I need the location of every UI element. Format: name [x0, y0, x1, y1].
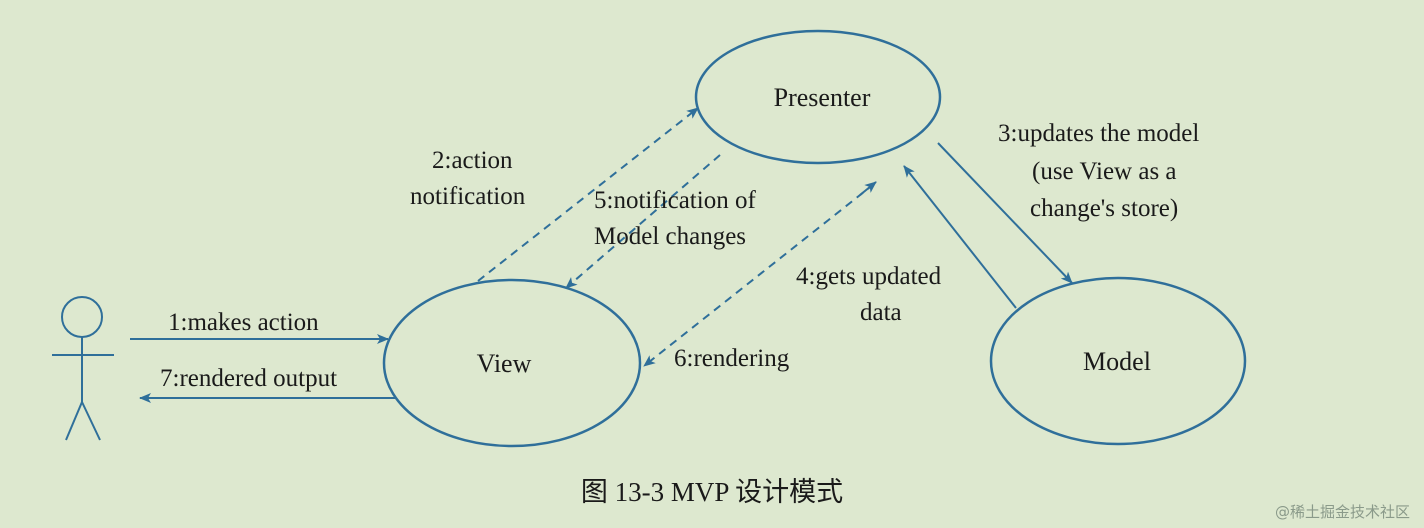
edge-5-label-line1: 5:notification of	[594, 187, 756, 214]
view-node: View	[382, 278, 642, 448]
edge-2-action-notification	[477, 107, 699, 282]
edge-3-label-line1: 3:updates the model	[998, 120, 1199, 147]
edge-3-label-line3: change's store)	[1030, 195, 1178, 222]
edge-6-rendering-return-head	[859, 181, 877, 196]
watermark: @稀土掘金技术社区	[1274, 503, 1410, 521]
model-label: Model	[1083, 347, 1151, 376]
model-node: Model	[989, 276, 1247, 446]
edge-1-label: 1:makes action	[168, 309, 319, 336]
actor-icon	[52, 296, 114, 441]
edge-2-label-line2: notification	[410, 183, 526, 210]
edge-5-notification-model-changes	[565, 154, 721, 289]
figure-caption: 图 13-3 MVP 设计模式	[580, 477, 844, 507]
edge-3-updates-model	[937, 142, 1073, 284]
edge-6-label: 6:rendering	[674, 345, 790, 372]
edge-4-gets-updated-data	[903, 165, 1017, 309]
presenter-label: Presenter	[774, 83, 871, 112]
edge-4-label-line2: data	[860, 299, 902, 326]
view-label: View	[477, 349, 532, 378]
edge-3-label-line2: (use View as a	[1032, 158, 1177, 185]
edge-2-label-line1: 2:action	[432, 147, 513, 174]
edge-4-label-line1: 4:gets updated	[796, 263, 942, 290]
presenter-node: Presenter	[694, 29, 942, 165]
edge-5-label-line2: Model changes	[594, 223, 746, 250]
edge-7-label: 7:rendered output	[160, 365, 337, 392]
edge-6-rendering	[643, 183, 875, 367]
